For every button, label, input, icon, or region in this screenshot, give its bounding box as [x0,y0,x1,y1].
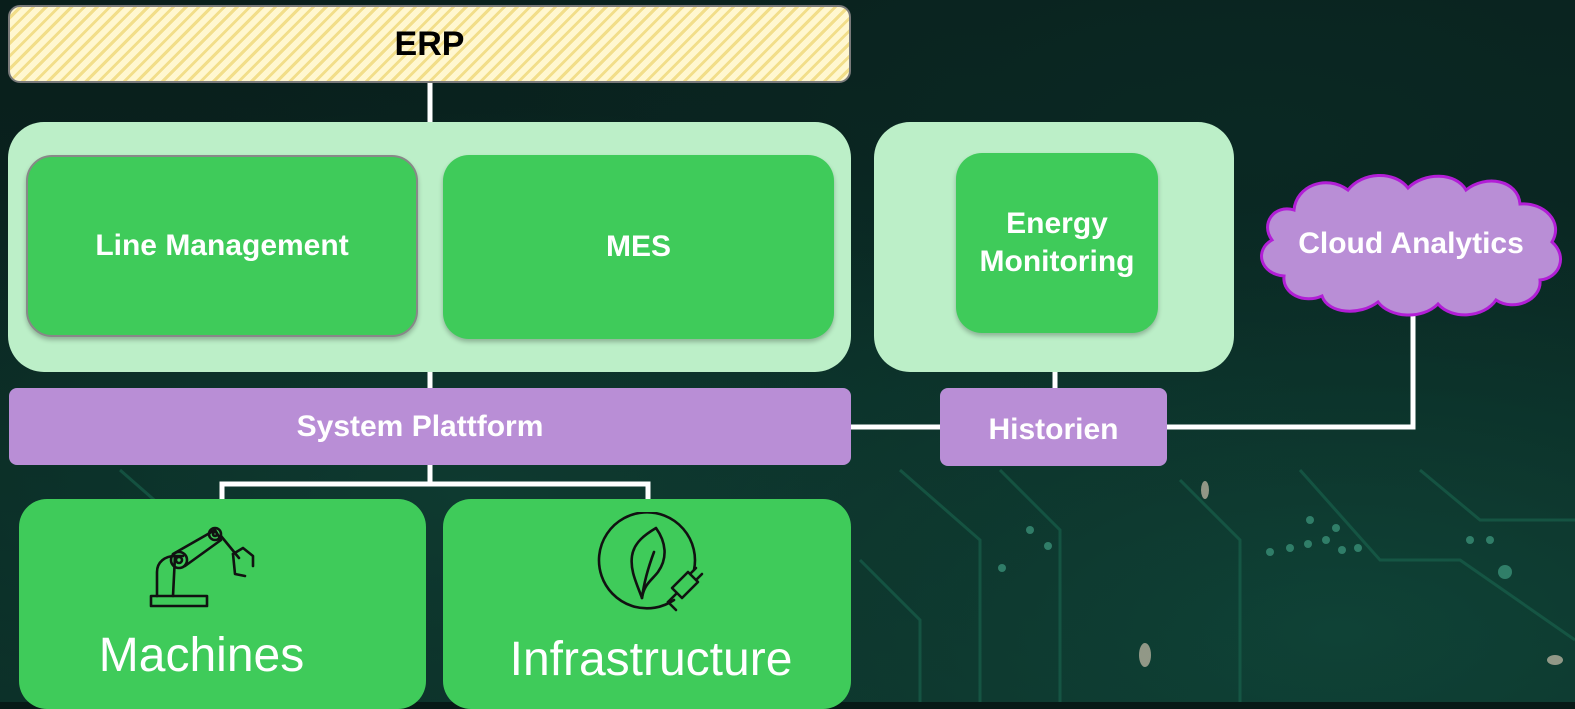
cloud-shape [1260,174,1562,317]
erp-box: ERP [8,5,851,83]
infrastructure-box: Infrastructure [443,499,851,709]
historien-label: Historien [988,413,1119,446]
cloud-analytics-label: Cloud Analytics [1298,227,1524,260]
robot-arm-icon [143,522,261,624]
system-platform-bar: System Plattform [9,388,851,465]
energy-monitoring-box: Energy Monitoring [956,153,1158,333]
leaf-plug-icon [596,511,706,628]
machines-label: Machines [98,629,305,682]
mes-box: MES [443,155,834,339]
historien-box: Historien [940,388,1167,466]
infrastructure-label: Infrastructure [509,633,793,686]
system-platform-label: System Plattform [296,409,544,443]
energy-monitoring-label-line2: Monitoring [979,245,1135,278]
line-management-label: Line Management [95,229,349,262]
line-management-box: Line Management [26,155,418,337]
erp-label: ERP [394,24,465,63]
machines-box: Machines [19,499,426,709]
mes-label: MES [605,230,671,263]
energy-monitoring-label-line1: Energy [1006,207,1108,240]
